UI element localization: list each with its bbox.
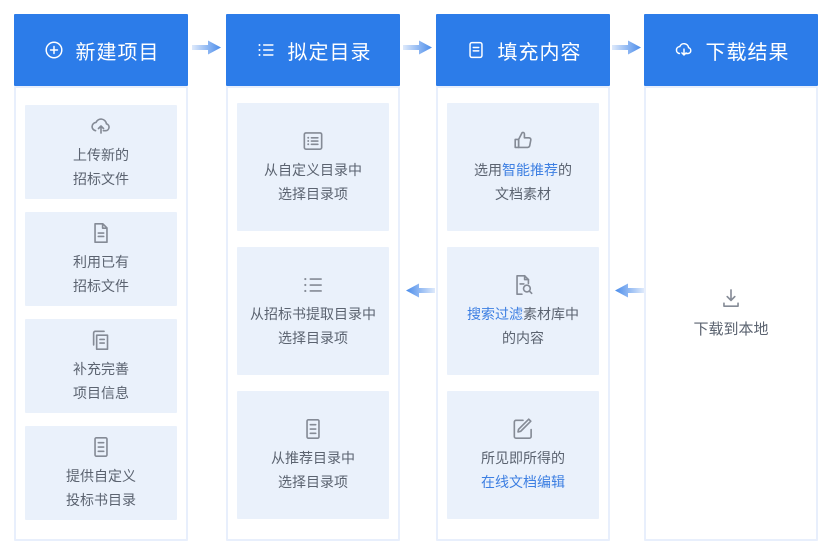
file-search-icon [510,272,536,298]
step-body-download-result: 下载到本地 [644,86,818,541]
cloud-upload-icon [88,113,114,139]
card-text-segment: 上传新的 [73,147,129,163]
card-text-segment: 选择目录项 [278,330,348,346]
card-text-segment: 利用已有 [73,254,129,270]
card-text: 选用智能推荐的 [474,158,572,182]
card-text-accent: 智能推荐 [502,162,558,178]
arrow-left-icon [615,283,644,298]
list-icon [300,272,326,298]
arrow-right-icon [403,40,432,55]
card-text-segment: 从自定义目录中 [264,162,362,178]
card-use-existing-tender: 利用已有 招标文件 [25,212,177,306]
card-text-accent: 在线文档编辑 [481,474,565,490]
card-text-segment: 选择目录项 [278,474,348,490]
card-text-segment: 文档素材 [495,186,551,202]
card-select-from-recommended-outline: 从推荐目录中 选择目录项 [237,391,389,519]
card-provide-custom-bid-outline: 提供自定义 投标书目录 [25,426,177,520]
step-header-download-result: 下载结果 [644,14,818,86]
card-text-segment: 的 [558,162,572,178]
step-header-label: 填充内容 [497,41,582,64]
card-text: 从推荐目录中 [271,446,355,470]
card-text-segment: 补充完善 [73,361,129,377]
step-header-draft-outline: 拟定目录 [226,14,400,86]
card-text: 投标书目录 [66,488,136,512]
step-header-fill-content: 填充内容 [436,14,610,86]
card-text: 提供自定义 [66,464,136,488]
card-text-segment: 招标文件 [73,278,129,294]
card-select-from-custom-outline: 从自定义目录中 选择目录项 [237,103,389,231]
step-header-label: 下载结果 [705,41,790,64]
card-text: 补充完善 [73,357,129,381]
card-text: 所见即所得的 [481,446,565,470]
step-column-draft-outline: 拟定目录 从自定义目录中 选择目录项 从招标书提取目录中 选择目录项 [226,14,400,541]
card-text: 选择目录项 [278,470,348,494]
card-text-segment: 选用 [474,162,502,178]
card-text-segment: 从推荐目录中 [271,450,355,466]
card-text: 从自定义目录中 [264,158,362,182]
card-text-segment: 招标文件 [73,171,129,187]
card-smart-recommended-materials: 选用智能推荐的 文档素材 [447,103,599,231]
download-to-local-item: 下载到本地 [693,285,769,343]
card-text: 在线文档编辑 [481,470,565,494]
card-text: 的内容 [502,326,544,350]
card-text: 搜索过滤素材库中 [467,302,579,326]
arrow-left-icon [406,283,435,298]
thumbs-up-icon [510,128,536,154]
card-complete-project-info: 补充完善 项目信息 [25,319,177,413]
file-icon [88,220,114,246]
card-upload-new-tender: 上传新的 招标文件 [25,105,177,199]
card-wysiwyg-online-editing: 所见即所得的 在线文档编辑 [447,391,599,519]
card-search-filter-materials: 搜索过滤素材库中 的内容 [447,247,599,375]
card-text: 招标文件 [73,167,129,191]
card-text: 从招标书提取目录中 [250,302,376,326]
edit-icon [510,416,536,442]
card-select-from-extracted-outline: 从招标书提取目录中 选择目录项 [237,247,389,375]
card-text: 上传新的 [73,143,129,167]
file-copy-icon [88,327,114,353]
boxed-list-icon [300,128,326,154]
plus-circle-icon [43,39,65,61]
step-body-create-project: 上传新的 招标文件 利用已有 招标文件 补充完善 项目信息 [14,86,188,541]
card-text-segment: 提供自定义 [66,468,136,484]
doc-list-icon [300,416,326,442]
download-icon [718,285,744,311]
step-body-draft-outline: 从自定义目录中 选择目录项 从招标书提取目录中 选择目录项 从推荐目录中 选择目… [226,86,400,541]
card-text-segment: 项目信息 [73,385,129,401]
doc-lines-icon [465,39,487,61]
step-body-fill-content: 选用智能推荐的 文档素材 搜索过滤素材库中 的内容 所见即所得的 在线文档编辑 [436,86,610,541]
card-text: 招标文件 [73,274,129,298]
step-column-download-result: 下载结果 下载到本地 [644,14,818,541]
card-text-segment: 选择目录项 [278,186,348,202]
card-text: 项目信息 [73,381,129,405]
doc-list-icon [88,434,114,460]
card-text-segment: 投标书目录 [66,492,136,508]
download-label: 下载到本地 [693,320,769,338]
step-header-label: 拟定目录 [287,41,372,64]
card-text-segment: 的内容 [502,330,544,346]
step-column-create-project: 新建项目 上传新的 招标文件 利用已有 招标文件 补充完 [14,14,188,541]
step-header-label: 新建项目 [75,41,160,64]
card-text: 利用已有 [73,250,129,274]
card-text: 选择目录项 [278,326,348,350]
card-text-accent: 搜索过滤 [467,306,523,322]
card-text-segment: 素材库中 [523,306,579,322]
step-column-fill-content: 填充内容 选用智能推荐的 文档素材 搜索过滤素材库中 的内容 [436,14,610,541]
card-text-segment: 所见即所得的 [481,450,565,466]
arrow-right-icon [192,40,221,55]
step-header-create-project: 新建项目 [14,14,188,86]
cloud-download-icon [673,39,695,61]
card-text-segment: 从招标书提取目录中 [250,306,376,322]
card-text: 文档素材 [495,182,551,206]
list-icon [255,39,277,61]
card-text: 选择目录项 [278,182,348,206]
arrow-right-icon [612,40,641,55]
